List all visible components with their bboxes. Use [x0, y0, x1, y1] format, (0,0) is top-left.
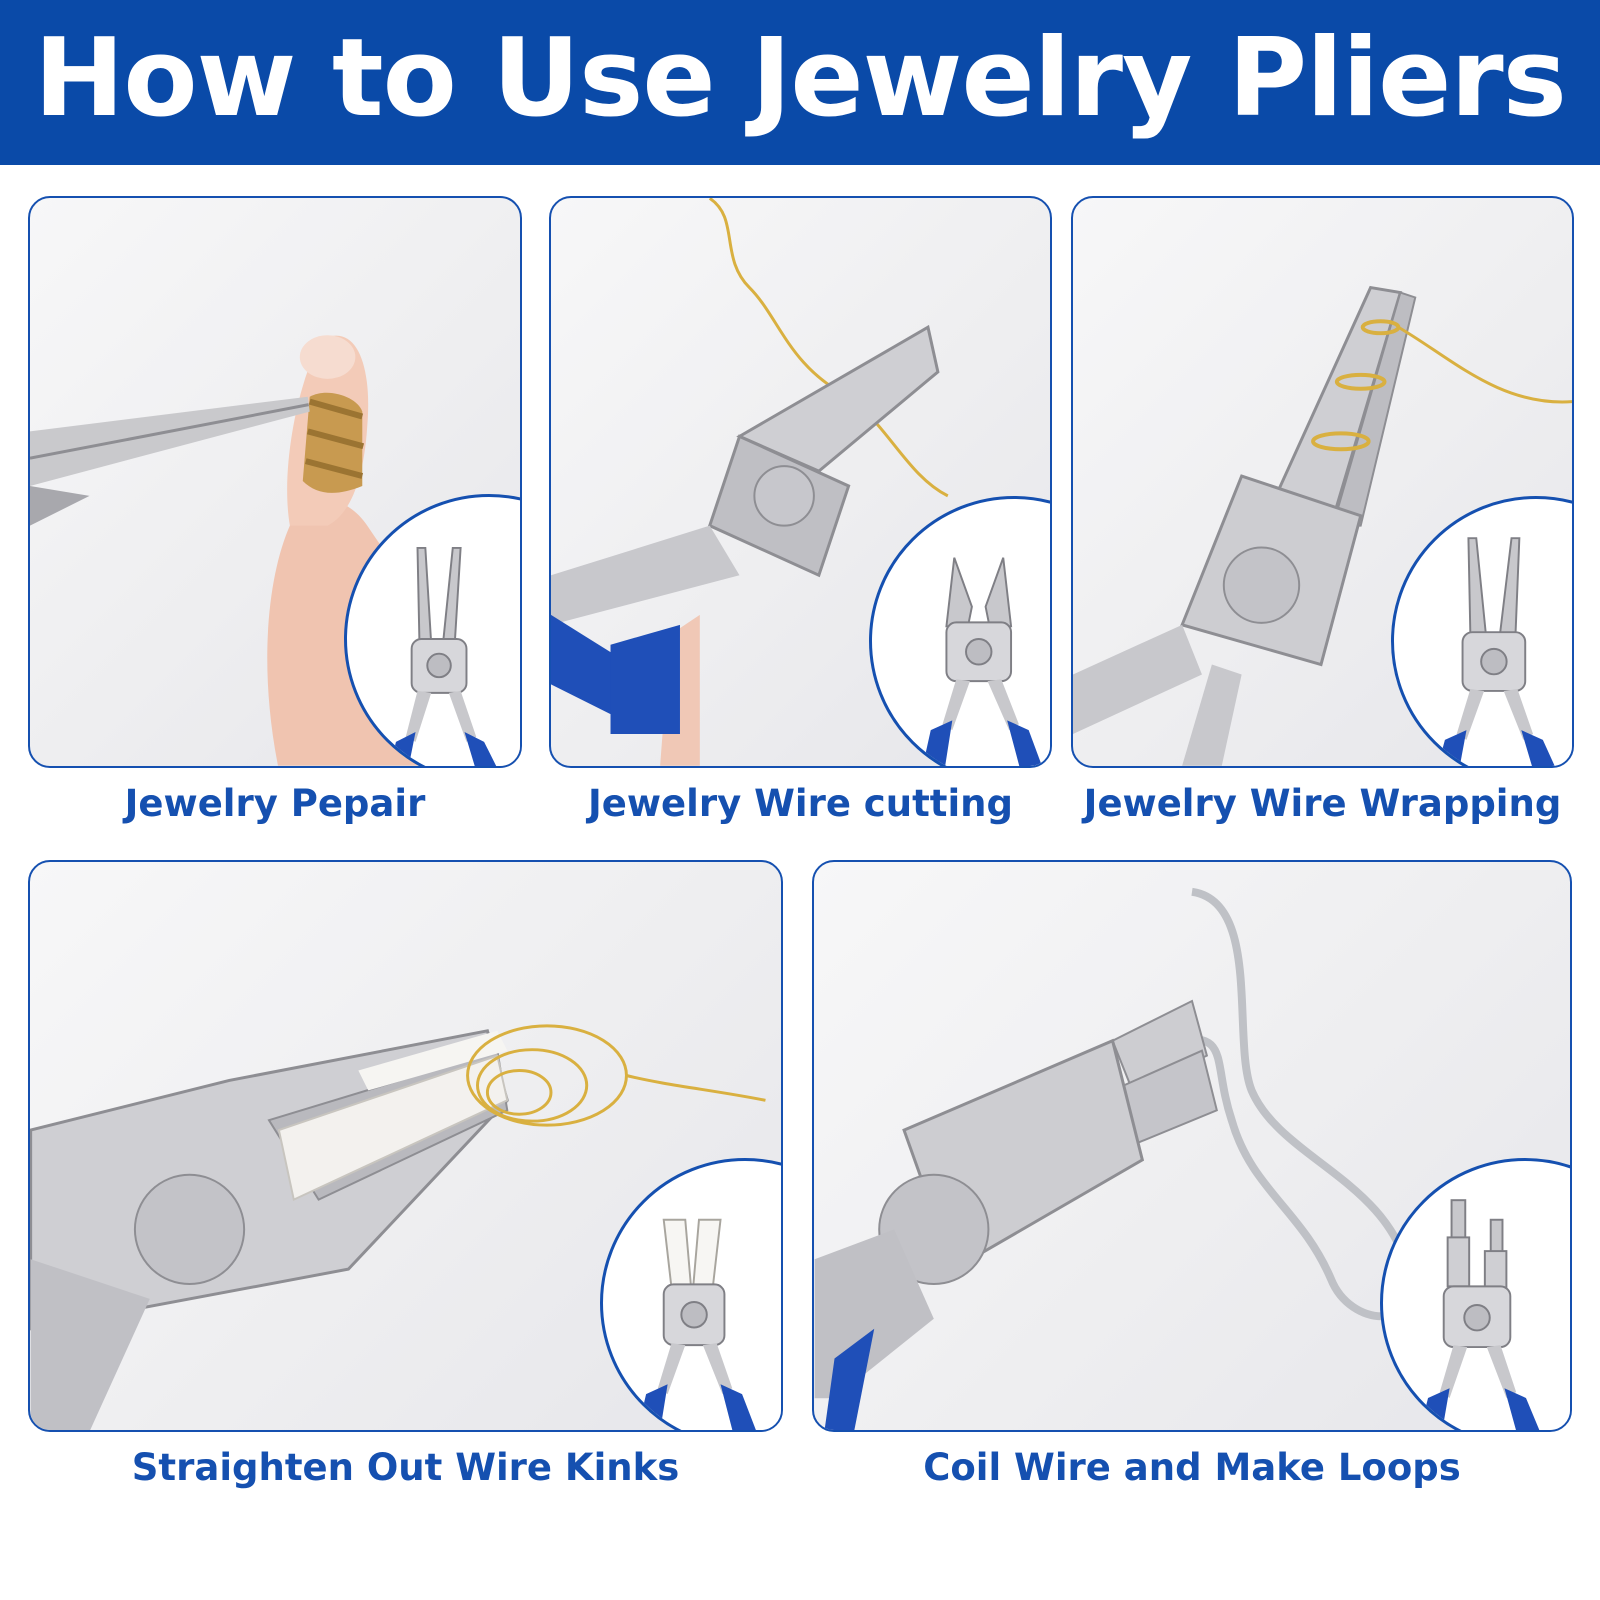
caption-coil-loops: Coil Wire and Make Loops [923, 1446, 1461, 1489]
straighten-wire-photo [30, 1024, 766, 1430]
title-banner: How to Use Jewelry Pliers [0, 0, 1600, 165]
panel-wire-wrapping [1071, 196, 1574, 768]
panel-coil-loops [812, 860, 1572, 1432]
round-nose-pliers-icon [1391, 496, 1572, 766]
page-title: How to Use Jewelry Pliers [34, 16, 1567, 141]
caption-straighten-kinks: Straighten Out Wire Kinks [131, 1446, 680, 1489]
panel-straighten-kinks [28, 860, 783, 1432]
caption-wire-cutting: Jewelry Wire cutting [588, 782, 1013, 825]
wire-cutting-photo [551, 198, 949, 766]
coil-wire-photo [814, 887, 1416, 1430]
panel-wire-cutting [549, 196, 1052, 768]
bail-making-pliers-icon [1380, 1158, 1570, 1430]
side-cutter-pliers-icon [869, 496, 1050, 766]
nylon-jaw-pliers-icon [600, 1158, 781, 1430]
wire-wrapping-photo [1073, 285, 1572, 766]
panel-jewelry-repair [28, 196, 522, 768]
caption-wire-wrapping: Jewelry Wire Wrapping [1083, 782, 1562, 825]
caption-jewelry-repair: Jewelry Pepair [124, 782, 426, 825]
chain-nose-pliers-icon [344, 494, 520, 766]
